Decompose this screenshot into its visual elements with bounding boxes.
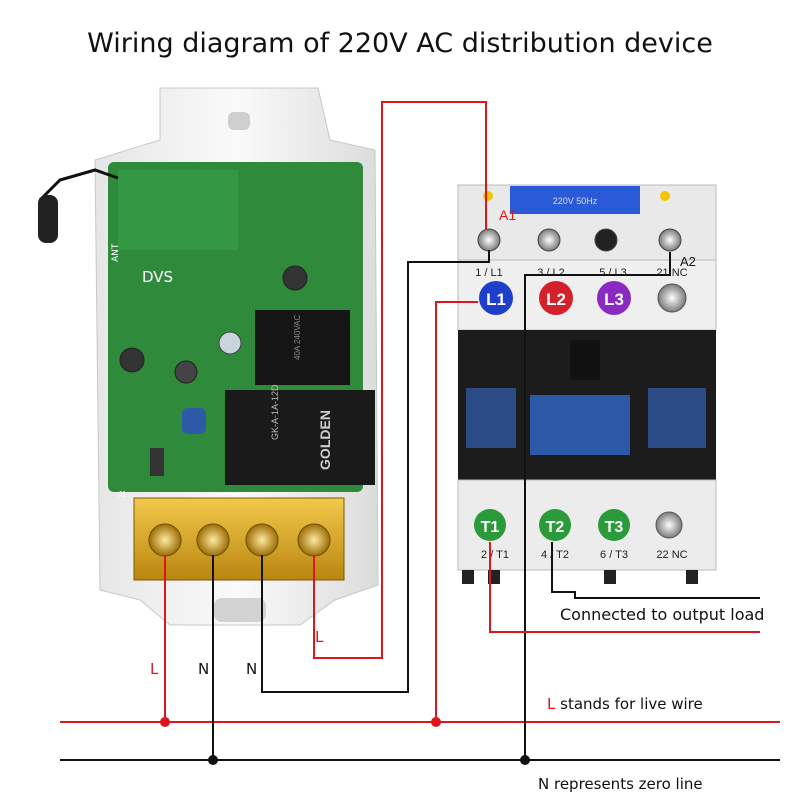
wire-t2-load (551, 542, 760, 599)
wire-t1-load (489, 542, 760, 633)
terminal-screw-21nc (657, 283, 687, 313)
terminal-screw-2 (196, 523, 230, 557)
wire-label-n-2: N (246, 660, 258, 678)
wire-label-n-1: N (198, 660, 210, 678)
receiver-module: DVS ANT GOLDEN GK-A-1A-12D 40A 240VAC J1 (38, 87, 379, 626)
coil-dot-a1 (483, 191, 493, 201)
led (150, 448, 164, 476)
capacitor-1 (218, 331, 242, 355)
coil-dot-a2 (660, 191, 670, 201)
wire-n-coil (261, 250, 490, 693)
window-left (466, 388, 516, 448)
relay-top (255, 310, 350, 385)
wire-label-l-box: L (315, 628, 324, 646)
terminal-label-1: 1 / L1 (475, 267, 503, 279)
live-legend-prefix: L (547, 695, 556, 713)
terminal-block-label: J1 (118, 490, 127, 499)
terminal-screw-a1 (477, 228, 501, 252)
terminal-screw-3 (245, 523, 279, 557)
window-right (648, 388, 706, 448)
badge-t1 (474, 509, 506, 541)
wire-l-coil (313, 101, 487, 659)
diagram-title: Wiring diagram of 220V AC distribution d… (87, 28, 713, 59)
junction-n-in (208, 755, 218, 765)
terminal-screw-a2 (658, 228, 682, 252)
wire-a2-neutral (524, 252, 671, 760)
relay-body (225, 390, 375, 485)
terminal-label-2: 2 / T1 (481, 549, 509, 561)
terminal-screw-22nc (655, 511, 683, 539)
junction-l-in (160, 717, 170, 727)
badge-l2-text: L2 (546, 290, 566, 309)
terminal-label-3: 3 / L2 (537, 267, 565, 279)
capacitor-3 (119, 347, 145, 373)
terminal-screw-1 (148, 523, 182, 557)
terminal-label-6: 6 / T3 (600, 549, 628, 561)
terminal-screw-l2 (537, 228, 561, 252)
badge-l2 (539, 281, 573, 315)
badge-l3 (597, 281, 631, 315)
junction-a2 (520, 755, 530, 765)
badge-t3 (598, 509, 630, 541)
relay-rating: 40A 240VAC (293, 315, 302, 360)
mount-hole-bottom (214, 598, 266, 622)
coil-label-a2: A2 (680, 254, 696, 269)
window-middle (530, 395, 630, 455)
mount-hole-top (228, 112, 250, 130)
pcb-label: DVS (142, 268, 173, 286)
contactor: 220V 50Hz 1 / L1 3 / L2 5 / L3 21 NC L1 … (457, 184, 717, 584)
capacitor-4 (282, 265, 308, 291)
output-load-label: Connected to output load (560, 605, 765, 624)
carrier-slot (570, 340, 600, 380)
badge-t1-text: T1 (481, 519, 500, 536)
coil-label-a1: A1 (499, 207, 516, 223)
badge-t2 (539, 509, 571, 541)
wire-l1-supply (435, 301, 478, 722)
ant-label: ANT (111, 243, 121, 262)
coil-window (510, 186, 640, 214)
terminal-label-22: 22 NC (656, 549, 687, 561)
relay-brand: GOLDEN (317, 410, 333, 470)
terminal-screw-4 (297, 523, 331, 557)
antenna-coil (38, 195, 58, 243)
badge-t2-text: T2 (546, 519, 565, 536)
x-capacitor (182, 408, 206, 434)
junction-l1 (431, 717, 441, 727)
badge-l1-text: L1 (486, 290, 506, 309)
badge-t3-text: T3 (605, 519, 624, 536)
terminal-label-5: 5 / L3 (599, 267, 627, 279)
antenna-wire (38, 168, 119, 202)
coil-text: 220V 50Hz (553, 196, 598, 206)
wire-label-l: L (150, 660, 159, 678)
wires (60, 101, 780, 761)
live-legend-text: stands for live wire (555, 695, 703, 713)
terminal-screw-l3 (594, 228, 618, 252)
live-legend: L stands for live wire (547, 695, 703, 713)
badge-l3-text: L3 (604, 290, 624, 309)
badge-l1 (479, 281, 513, 315)
neutral-legend: N represents zero line (538, 775, 703, 793)
terminal-label-4: 4 / T2 (541, 549, 569, 561)
relay-model: GK-A-1A-12D (270, 384, 280, 440)
capacitor-2 (174, 360, 198, 384)
